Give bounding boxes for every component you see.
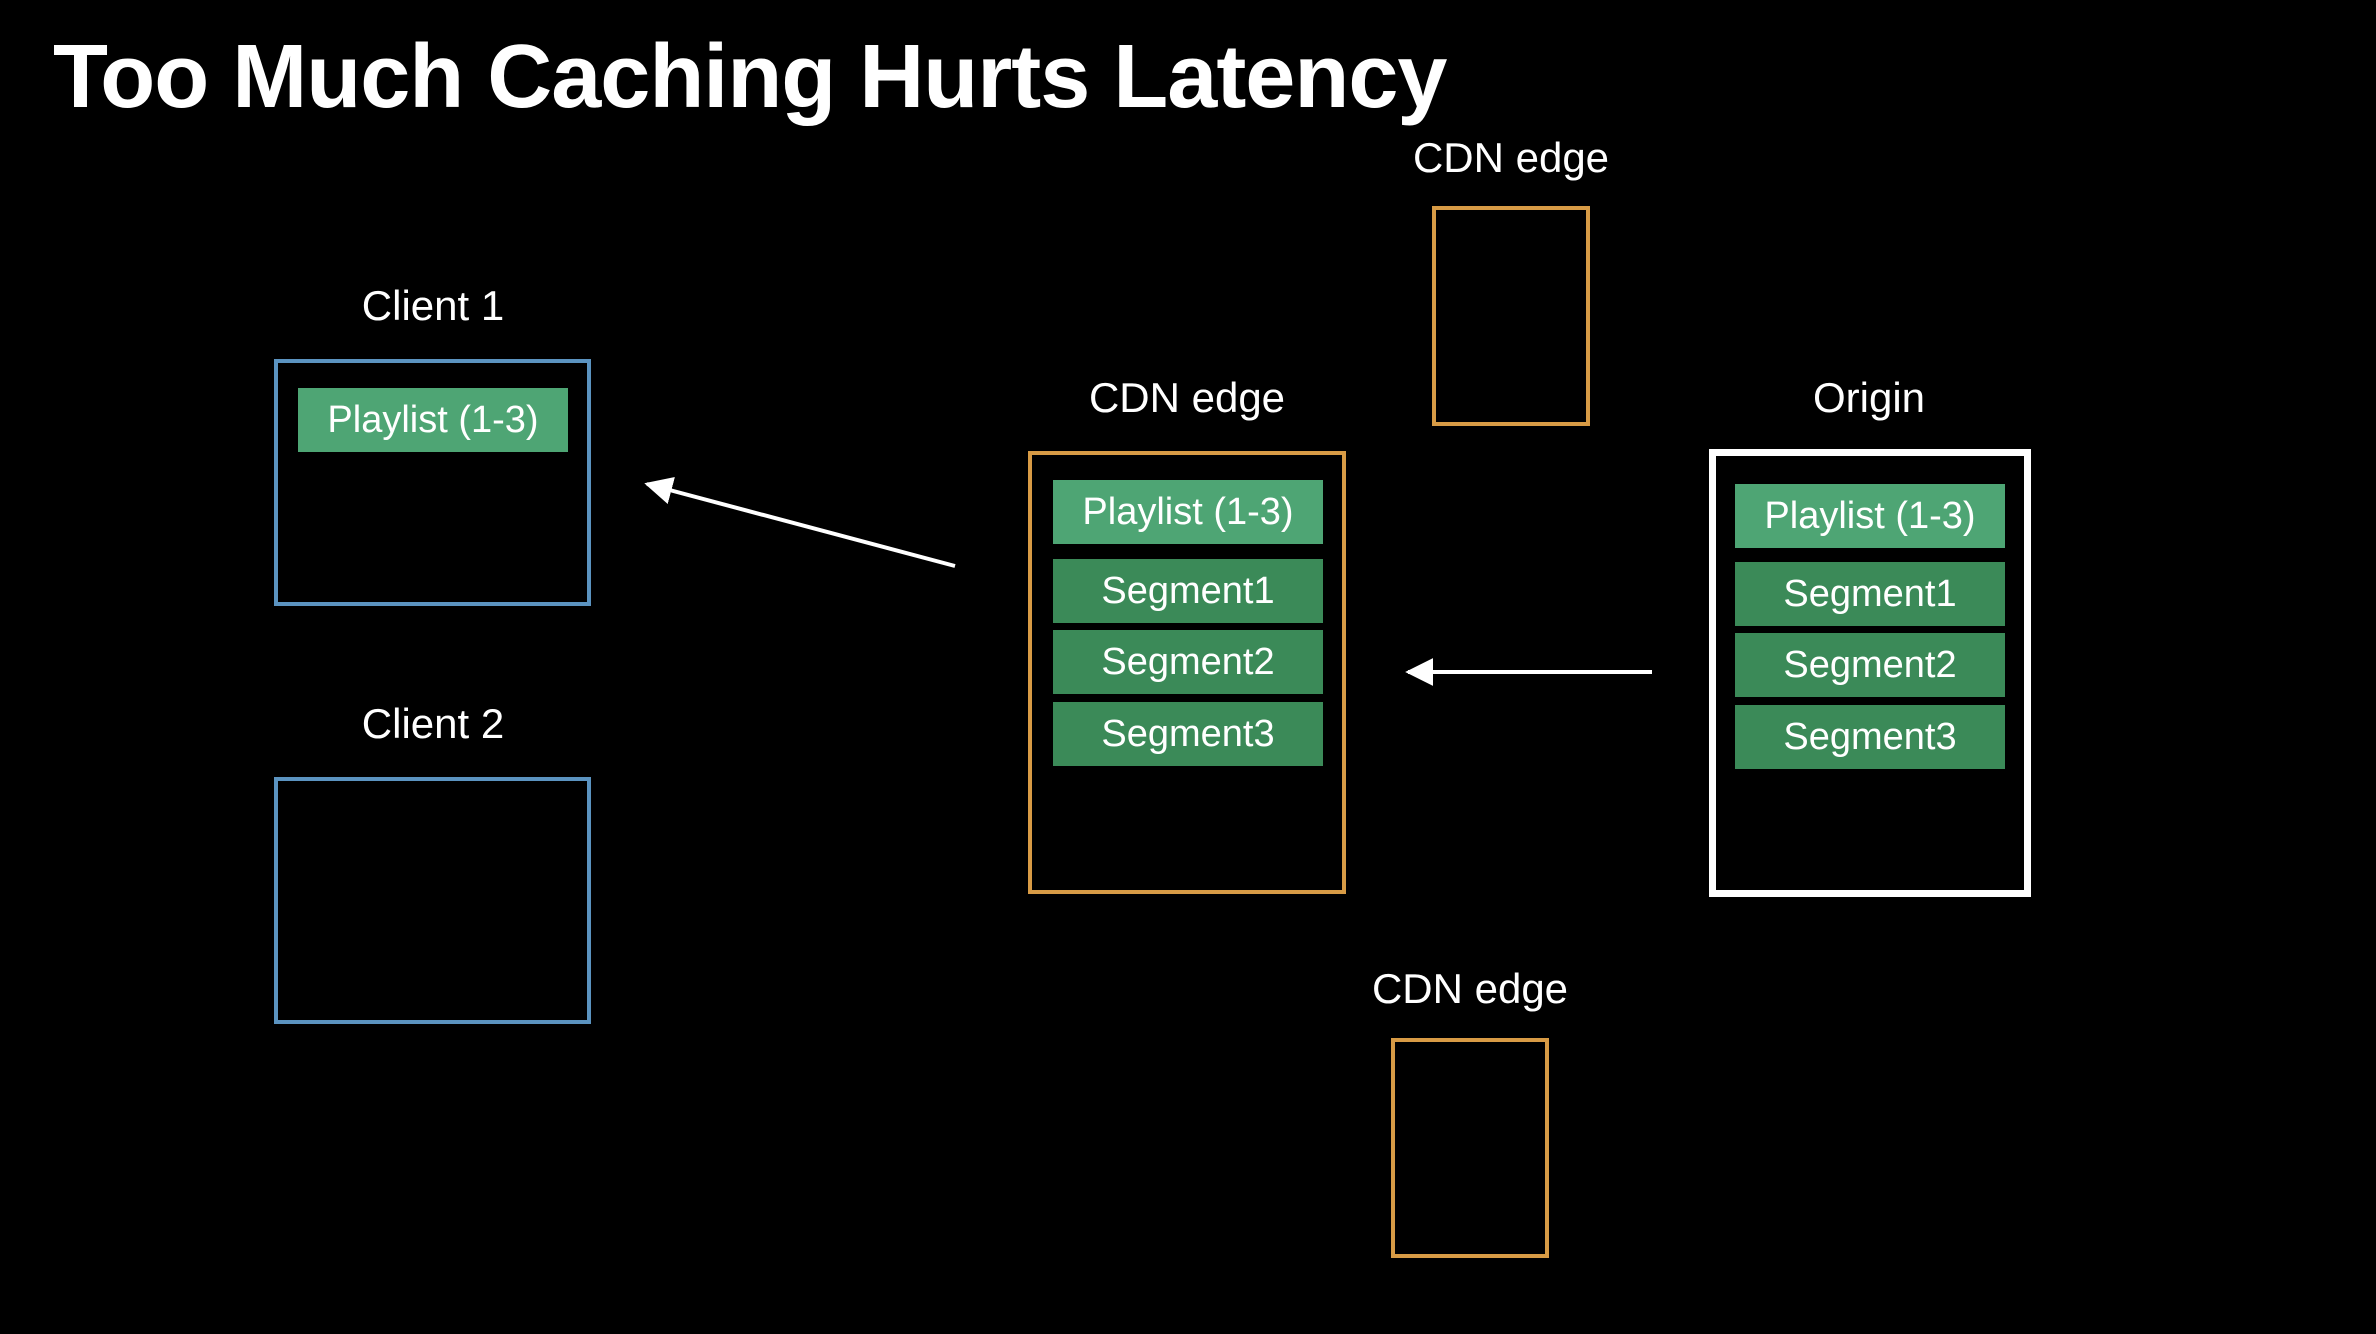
- client-2-label: Client 2: [361, 700, 505, 747]
- cdn-edge-main-box: [1028, 451, 1346, 894]
- client-2-box: [274, 777, 591, 1024]
- origin-segment3-chip: Segment3: [1735, 705, 2005, 769]
- origin-segment1-chip: Segment1: [1735, 562, 2005, 626]
- cdn-edge-top-label: CDN edge: [1412, 134, 1610, 181]
- cdn-playlist-chip: Playlist (1-3): [1053, 480, 1323, 544]
- cdn-edge-main-label: CDN edge: [1088, 374, 1286, 421]
- cdn-segment2-chip: Segment2: [1053, 630, 1323, 694]
- origin-segment2-chip: Segment2: [1735, 633, 2005, 697]
- client-1-box: [274, 359, 591, 606]
- client-1-playlist-chip: Playlist (1-3): [298, 388, 568, 452]
- cdn-segment1-chip: Segment1: [1053, 559, 1323, 623]
- origin-label: Origin: [1812, 374, 1926, 421]
- client-1-label: Client 1: [361, 282, 505, 329]
- cdn-edge-bottom-label: CDN edge: [1371, 965, 1569, 1012]
- cdn-edge-top-box: [1432, 206, 1590, 426]
- cdn-segment3-chip: Segment3: [1053, 702, 1323, 766]
- origin-playlist-chip: Playlist (1-3): [1735, 484, 2005, 548]
- slide-title: Too Much Caching Hurts Latency: [53, 27, 1447, 127]
- cdn-edge-bottom-box: [1391, 1038, 1549, 1258]
- origin-box: [1709, 449, 2031, 897]
- cdn-to-client-arrow: [644, 476, 956, 568]
